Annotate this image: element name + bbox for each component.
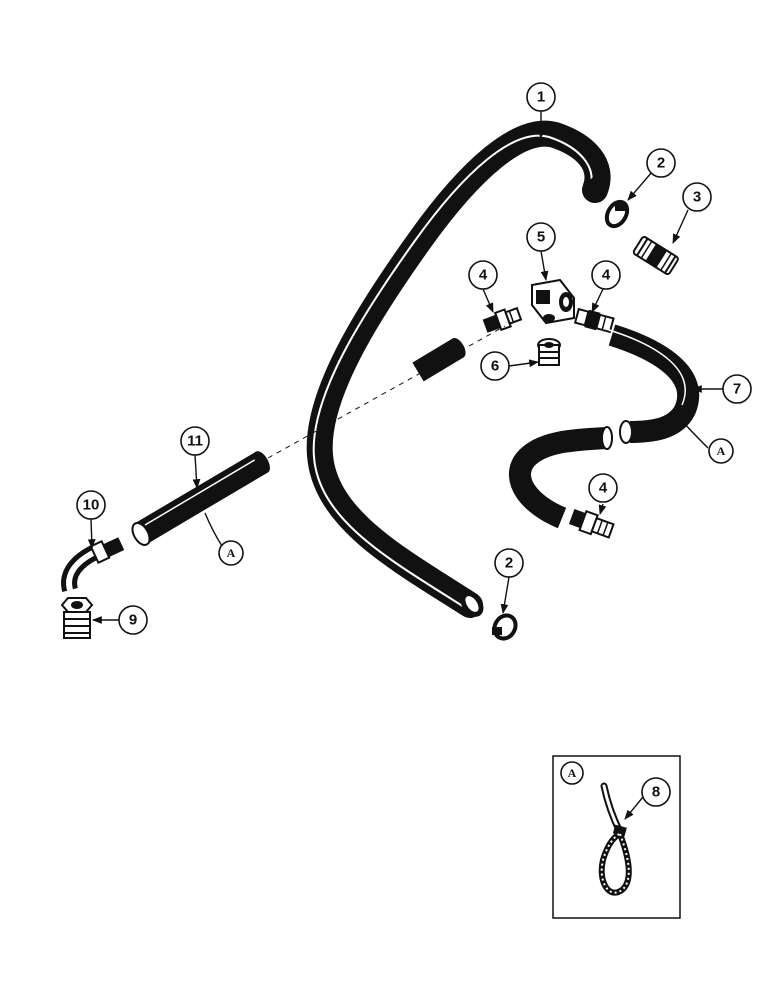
svg-text:A: A bbox=[568, 766, 577, 780]
callout-A-hose-7: A bbox=[708, 438, 734, 464]
adapter-part-9 bbox=[60, 597, 94, 639]
leader-lines bbox=[87, 111, 723, 624]
hose-short-center bbox=[412, 338, 466, 382]
clamp-part-2-bottom bbox=[492, 613, 518, 641]
svg-text:4: 4 bbox=[599, 480, 608, 497]
elbow-part-10 bbox=[61, 537, 125, 593]
alignment-dashed-line bbox=[267, 325, 506, 459]
svg-text:6: 6 bbox=[491, 358, 499, 375]
detail-A-label: A bbox=[560, 761, 584, 785]
callout-3: 3 bbox=[682, 182, 712, 212]
clamp-part-2-top bbox=[604, 199, 630, 229]
svg-text:9: 9 bbox=[129, 612, 137, 629]
callout-4-left: 4 bbox=[468, 260, 498, 290]
svg-text:8: 8 bbox=[652, 784, 660, 801]
svg-text:4: 4 bbox=[602, 267, 611, 284]
svg-text:2: 2 bbox=[657, 155, 665, 172]
fitting-part-4-right bbox=[573, 307, 615, 334]
hose-part-7 bbox=[509, 324, 700, 529]
cable-tie-part-8 bbox=[598, 782, 632, 896]
callout-10: 10 bbox=[76, 490, 106, 520]
svg-text:1: 1 bbox=[537, 89, 545, 106]
hose-part-11 bbox=[131, 451, 270, 546]
svg-text:11: 11 bbox=[187, 433, 203, 450]
callout-6: 6 bbox=[480, 351, 510, 381]
svg-text:7: 7 bbox=[733, 381, 741, 398]
callout-A-hose-11: A bbox=[218, 540, 244, 566]
callout-4-right: 4 bbox=[591, 260, 621, 290]
callout-1: 1 bbox=[526, 82, 556, 112]
callout-2-bottom: 2 bbox=[494, 548, 524, 578]
svg-text:5: 5 bbox=[537, 229, 545, 246]
callout-2-top: 2 bbox=[646, 148, 676, 178]
callout-5: 5 bbox=[526, 222, 556, 252]
svg-text:10: 10 bbox=[83, 497, 100, 514]
svg-text:2: 2 bbox=[505, 555, 513, 572]
svg-text:4: 4 bbox=[479, 267, 488, 284]
svg-text:A: A bbox=[227, 546, 236, 560]
fitting-part-4-bottom bbox=[568, 509, 615, 539]
tee-part-5 bbox=[531, 278, 575, 325]
callout-11: 11 bbox=[180, 426, 210, 456]
callout-8: 8 bbox=[641, 777, 671, 807]
detail-box-A: A 8 bbox=[552, 755, 681, 919]
svg-text:A: A bbox=[717, 444, 726, 458]
callout-7: 7 bbox=[722, 374, 752, 404]
fitting-part-4-left bbox=[482, 306, 523, 333]
callout-9: 9 bbox=[118, 605, 148, 635]
hose-part-1 bbox=[306, 120, 611, 618]
adapter-part-6 bbox=[537, 338, 561, 366]
callout-4-bottom: 4 bbox=[588, 473, 618, 503]
svg-text:3: 3 bbox=[693, 189, 701, 206]
nipple-part-3 bbox=[632, 236, 679, 276]
